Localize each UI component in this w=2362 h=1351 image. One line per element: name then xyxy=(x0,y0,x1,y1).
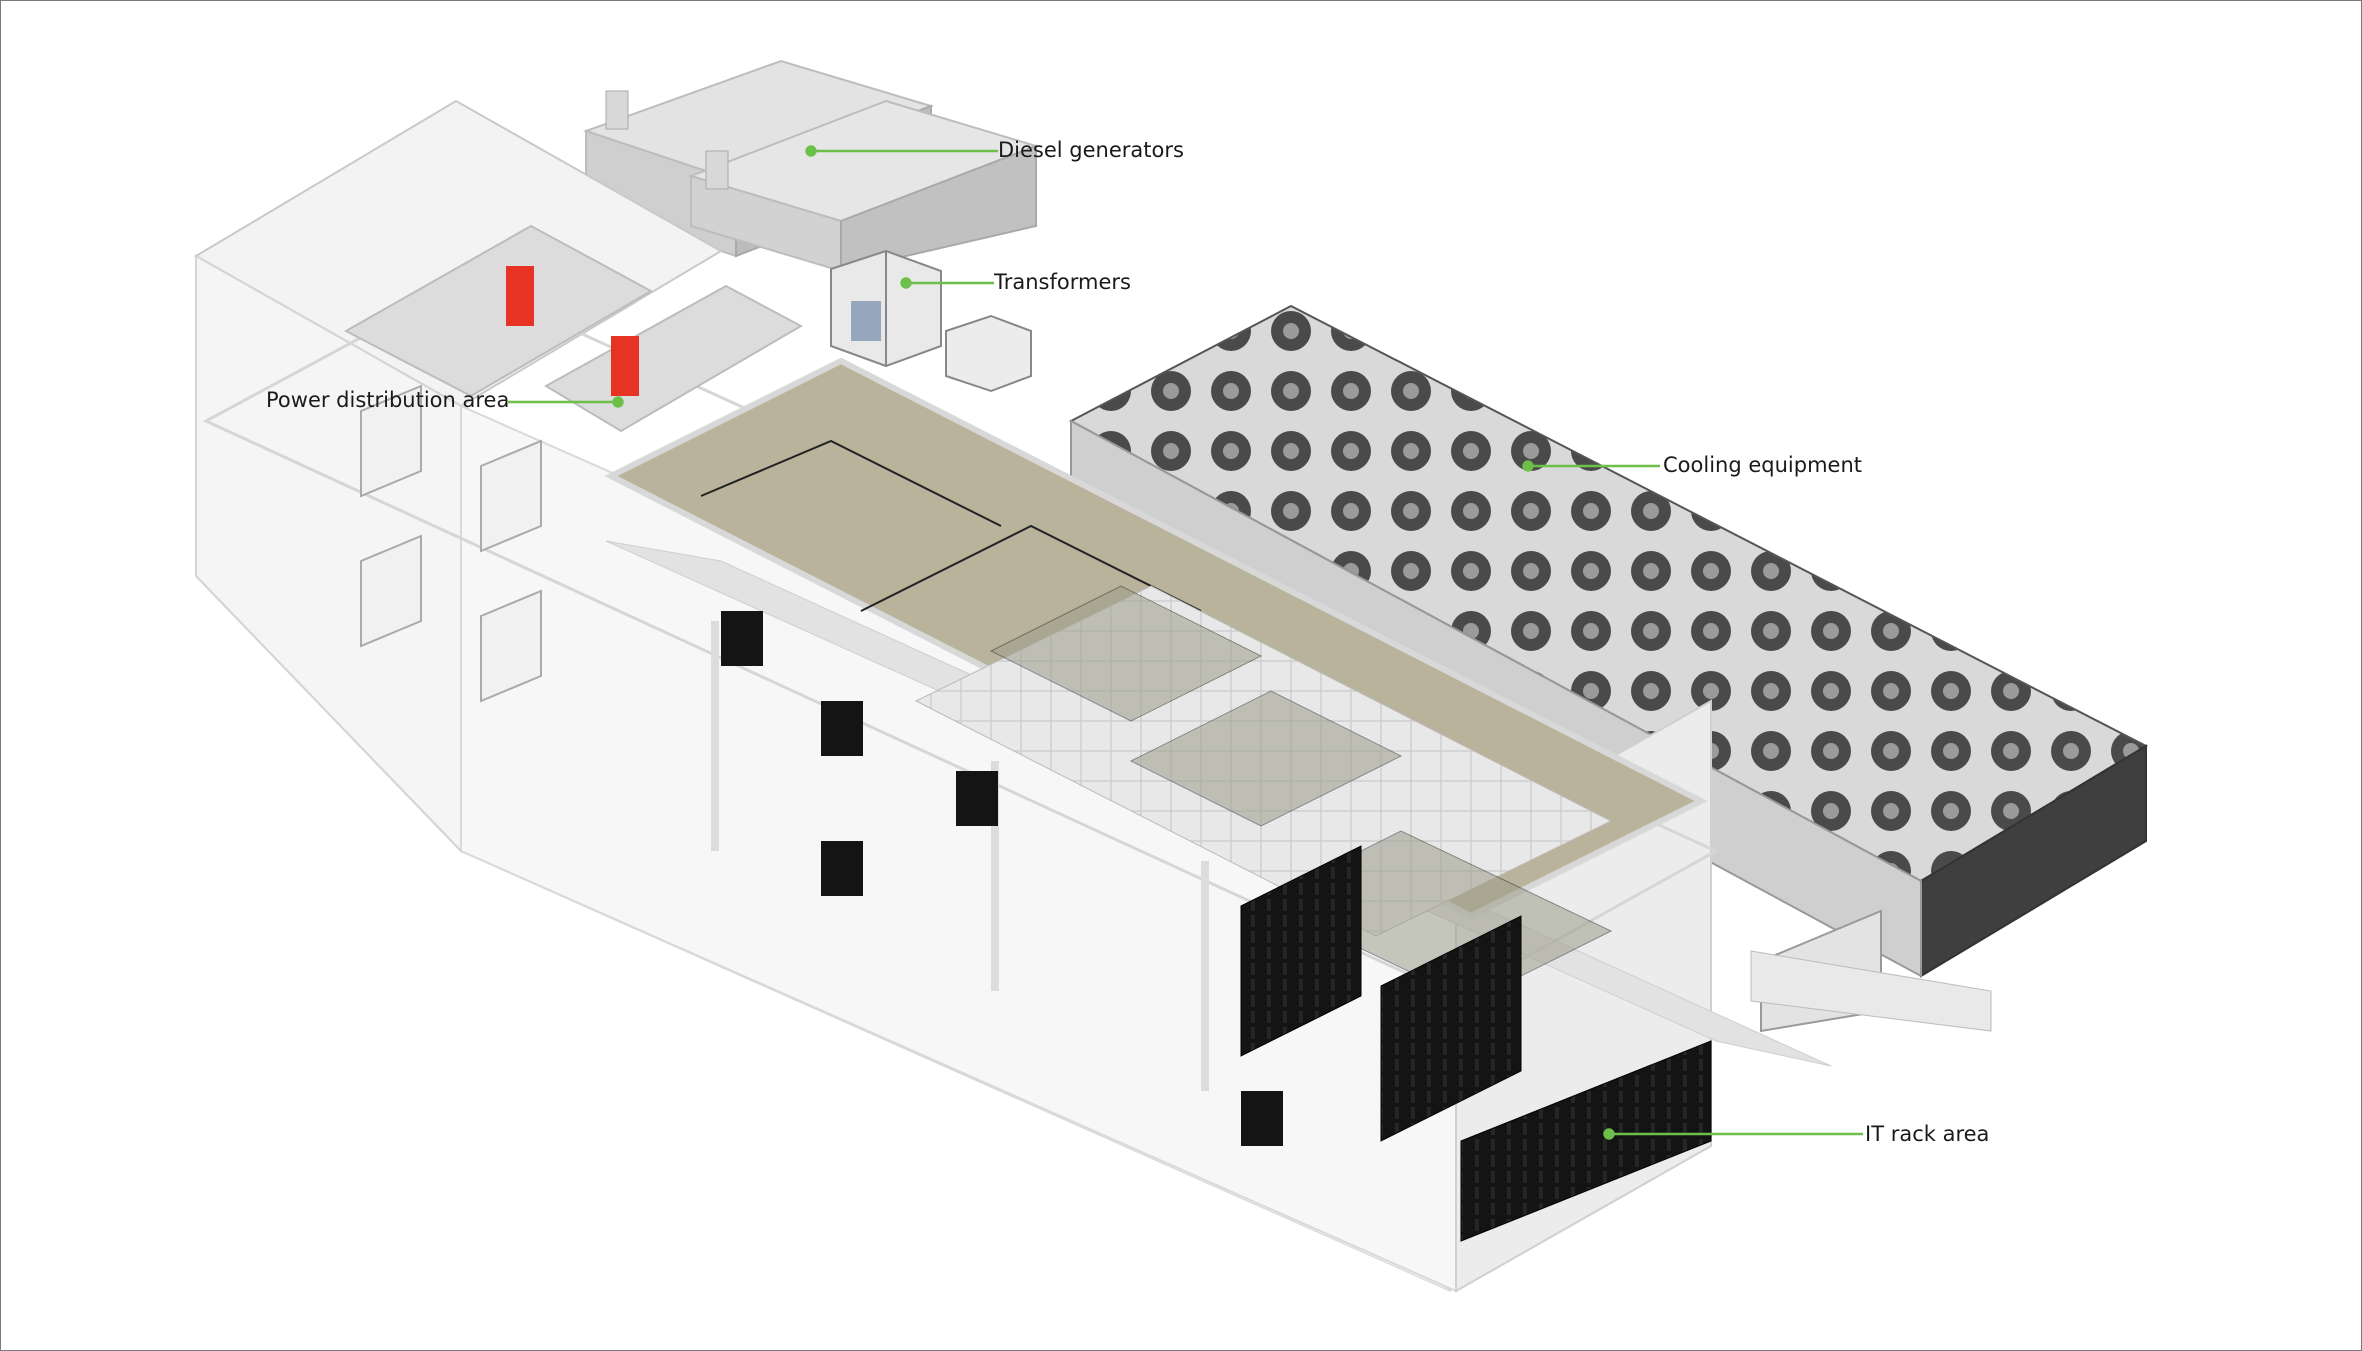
label-power-distribution-area: Power distribution area xyxy=(266,390,509,411)
label-transformers: Transformers xyxy=(994,272,1131,293)
label-cooling-equipment: Cooling equipment xyxy=(1663,455,1862,476)
label-it-rack-area: IT rack area xyxy=(1865,1124,1989,1145)
label-diesel-generators: Diesel generators xyxy=(998,140,1184,161)
